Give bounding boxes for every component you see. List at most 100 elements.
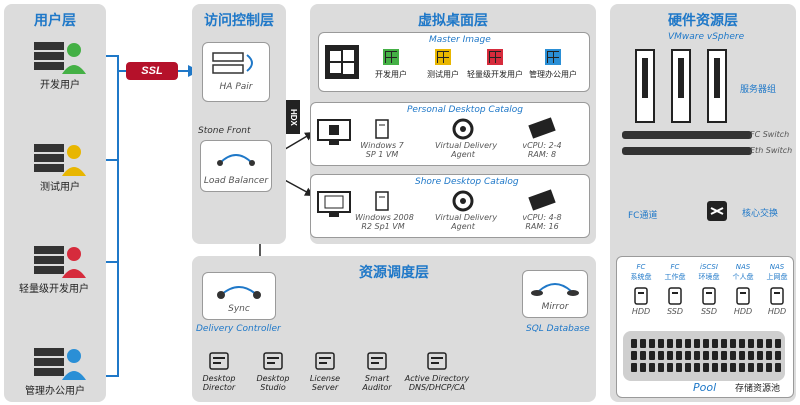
disk-name: 上网盘 (766, 273, 788, 281)
disk-name: 环境盘 (698, 273, 720, 281)
hardware-layer-title: 硬件资源层 (668, 13, 738, 29)
desktop-monitor-icon (317, 191, 351, 217)
vda-agent-icon (452, 190, 474, 212)
server-user-icon (34, 246, 86, 278)
load-balancer-label: Load Balancer (203, 176, 269, 186)
personal-catalog-title: Personal Desktop Catalog (407, 105, 523, 115)
disk-protocol: iSCSI (700, 263, 718, 271)
server-user-icon (34, 348, 86, 380)
core-switch-icon (707, 201, 727, 221)
cpu-film-icon (528, 189, 556, 211)
stone-front-label: Stone Front (198, 126, 251, 136)
master-image-box: Master Image 开发用户测试用户轻量级开发用户管理办公用户 (318, 32, 590, 92)
server-rack-icons (635, 49, 727, 123)
user-bus-line (96, 55, 119, 377)
sync-icon (217, 286, 261, 299)
storage-pool-grid (623, 331, 785, 381)
user-label: 管理办公用户 (25, 386, 85, 397)
windows-tile-icon (383, 49, 399, 65)
cpu-film-icon (528, 117, 556, 139)
master-image-item: 开发用户 (363, 47, 419, 87)
user-layer-title: 用户层 (34, 13, 76, 29)
ssl-badge: SSL (126, 62, 178, 80)
tool-icon (367, 352, 387, 370)
eth-switch-icon (622, 147, 752, 155)
vda-agent-icon (452, 118, 474, 140)
disk-protocol: FC (670, 263, 680, 271)
user-label: 开发用户 (40, 80, 80, 91)
master-item-label: 测试用户 (427, 70, 459, 79)
desktop-monitor-icon (317, 119, 351, 145)
sync-label: Sync (228, 304, 250, 314)
master-item-label: 轻量级开发用户 (467, 70, 523, 79)
user-test: 测试用户 (20, 138, 100, 196)
ha-pair-box: HA Pair (202, 42, 270, 102)
server-user-icon (34, 42, 86, 74)
ha-pair-label: HA Pair (219, 82, 253, 92)
user-dev: 开发用户 (20, 36, 100, 94)
tool-icon (209, 352, 229, 370)
eth-switch-label: Eth Switch (750, 146, 793, 155)
master-image-item: 轻量级开发用户 (467, 47, 523, 87)
load-balancer-icon (217, 154, 255, 166)
fc-switch-icon (622, 131, 752, 139)
master-image-item: 测试用户 (415, 47, 471, 87)
user-office: 管理办公用户 (8, 342, 102, 400)
resource-layer-title: 资源调度层 (359, 265, 429, 281)
access-layer-panel: 访问控制层 (192, 4, 286, 244)
tool-icon (427, 352, 447, 370)
tool-icon (315, 352, 335, 370)
disk-icon (770, 287, 784, 305)
windows-logo-icon (325, 45, 359, 79)
disk-type: HDD (767, 307, 787, 316)
disk-name: 系统盘 (630, 273, 652, 281)
access-layer-title: 访问控制层 (204, 13, 274, 29)
ha-pair-icon (212, 52, 253, 74)
hdx-badge: HDX (286, 100, 300, 134)
windows-tile-icon (545, 49, 561, 65)
disk-type: HDD (733, 307, 753, 316)
disk-icon (634, 287, 648, 305)
sql-database-label: SQL Database (526, 324, 590, 334)
vmware-label: VMware vSphere (668, 32, 745, 42)
disk-protocol: NAS (735, 263, 751, 271)
fc-channel-label: FC通道 (628, 211, 658, 221)
disk-protocol: FC (636, 263, 646, 271)
windows-tile-icon (487, 49, 503, 65)
shore-catalog-title: Shore Desktop Catalog (415, 177, 519, 187)
disk-icon (702, 287, 716, 305)
server-tower-icon (375, 191, 389, 211)
fc-switch-label: FC Switch (750, 130, 790, 139)
pool-label: Pool (693, 381, 717, 394)
server-tower-icon (375, 119, 389, 139)
server-group-label: 服务器组 (740, 85, 777, 95)
core-switch-label: 核心交换 (742, 209, 779, 219)
master-item-label: 开发用户 (375, 70, 407, 79)
user-layer-panel: 用户层 (4, 4, 106, 402)
sql-database-box: Mirror (522, 270, 588, 318)
user-label: 轻量级开发用户 (19, 284, 89, 295)
disk-type: SSD (700, 307, 718, 316)
disk-item: iSCSI 环境盘 SSD (693, 263, 725, 329)
user-light-dev: 轻量级开发用户 (6, 240, 102, 298)
